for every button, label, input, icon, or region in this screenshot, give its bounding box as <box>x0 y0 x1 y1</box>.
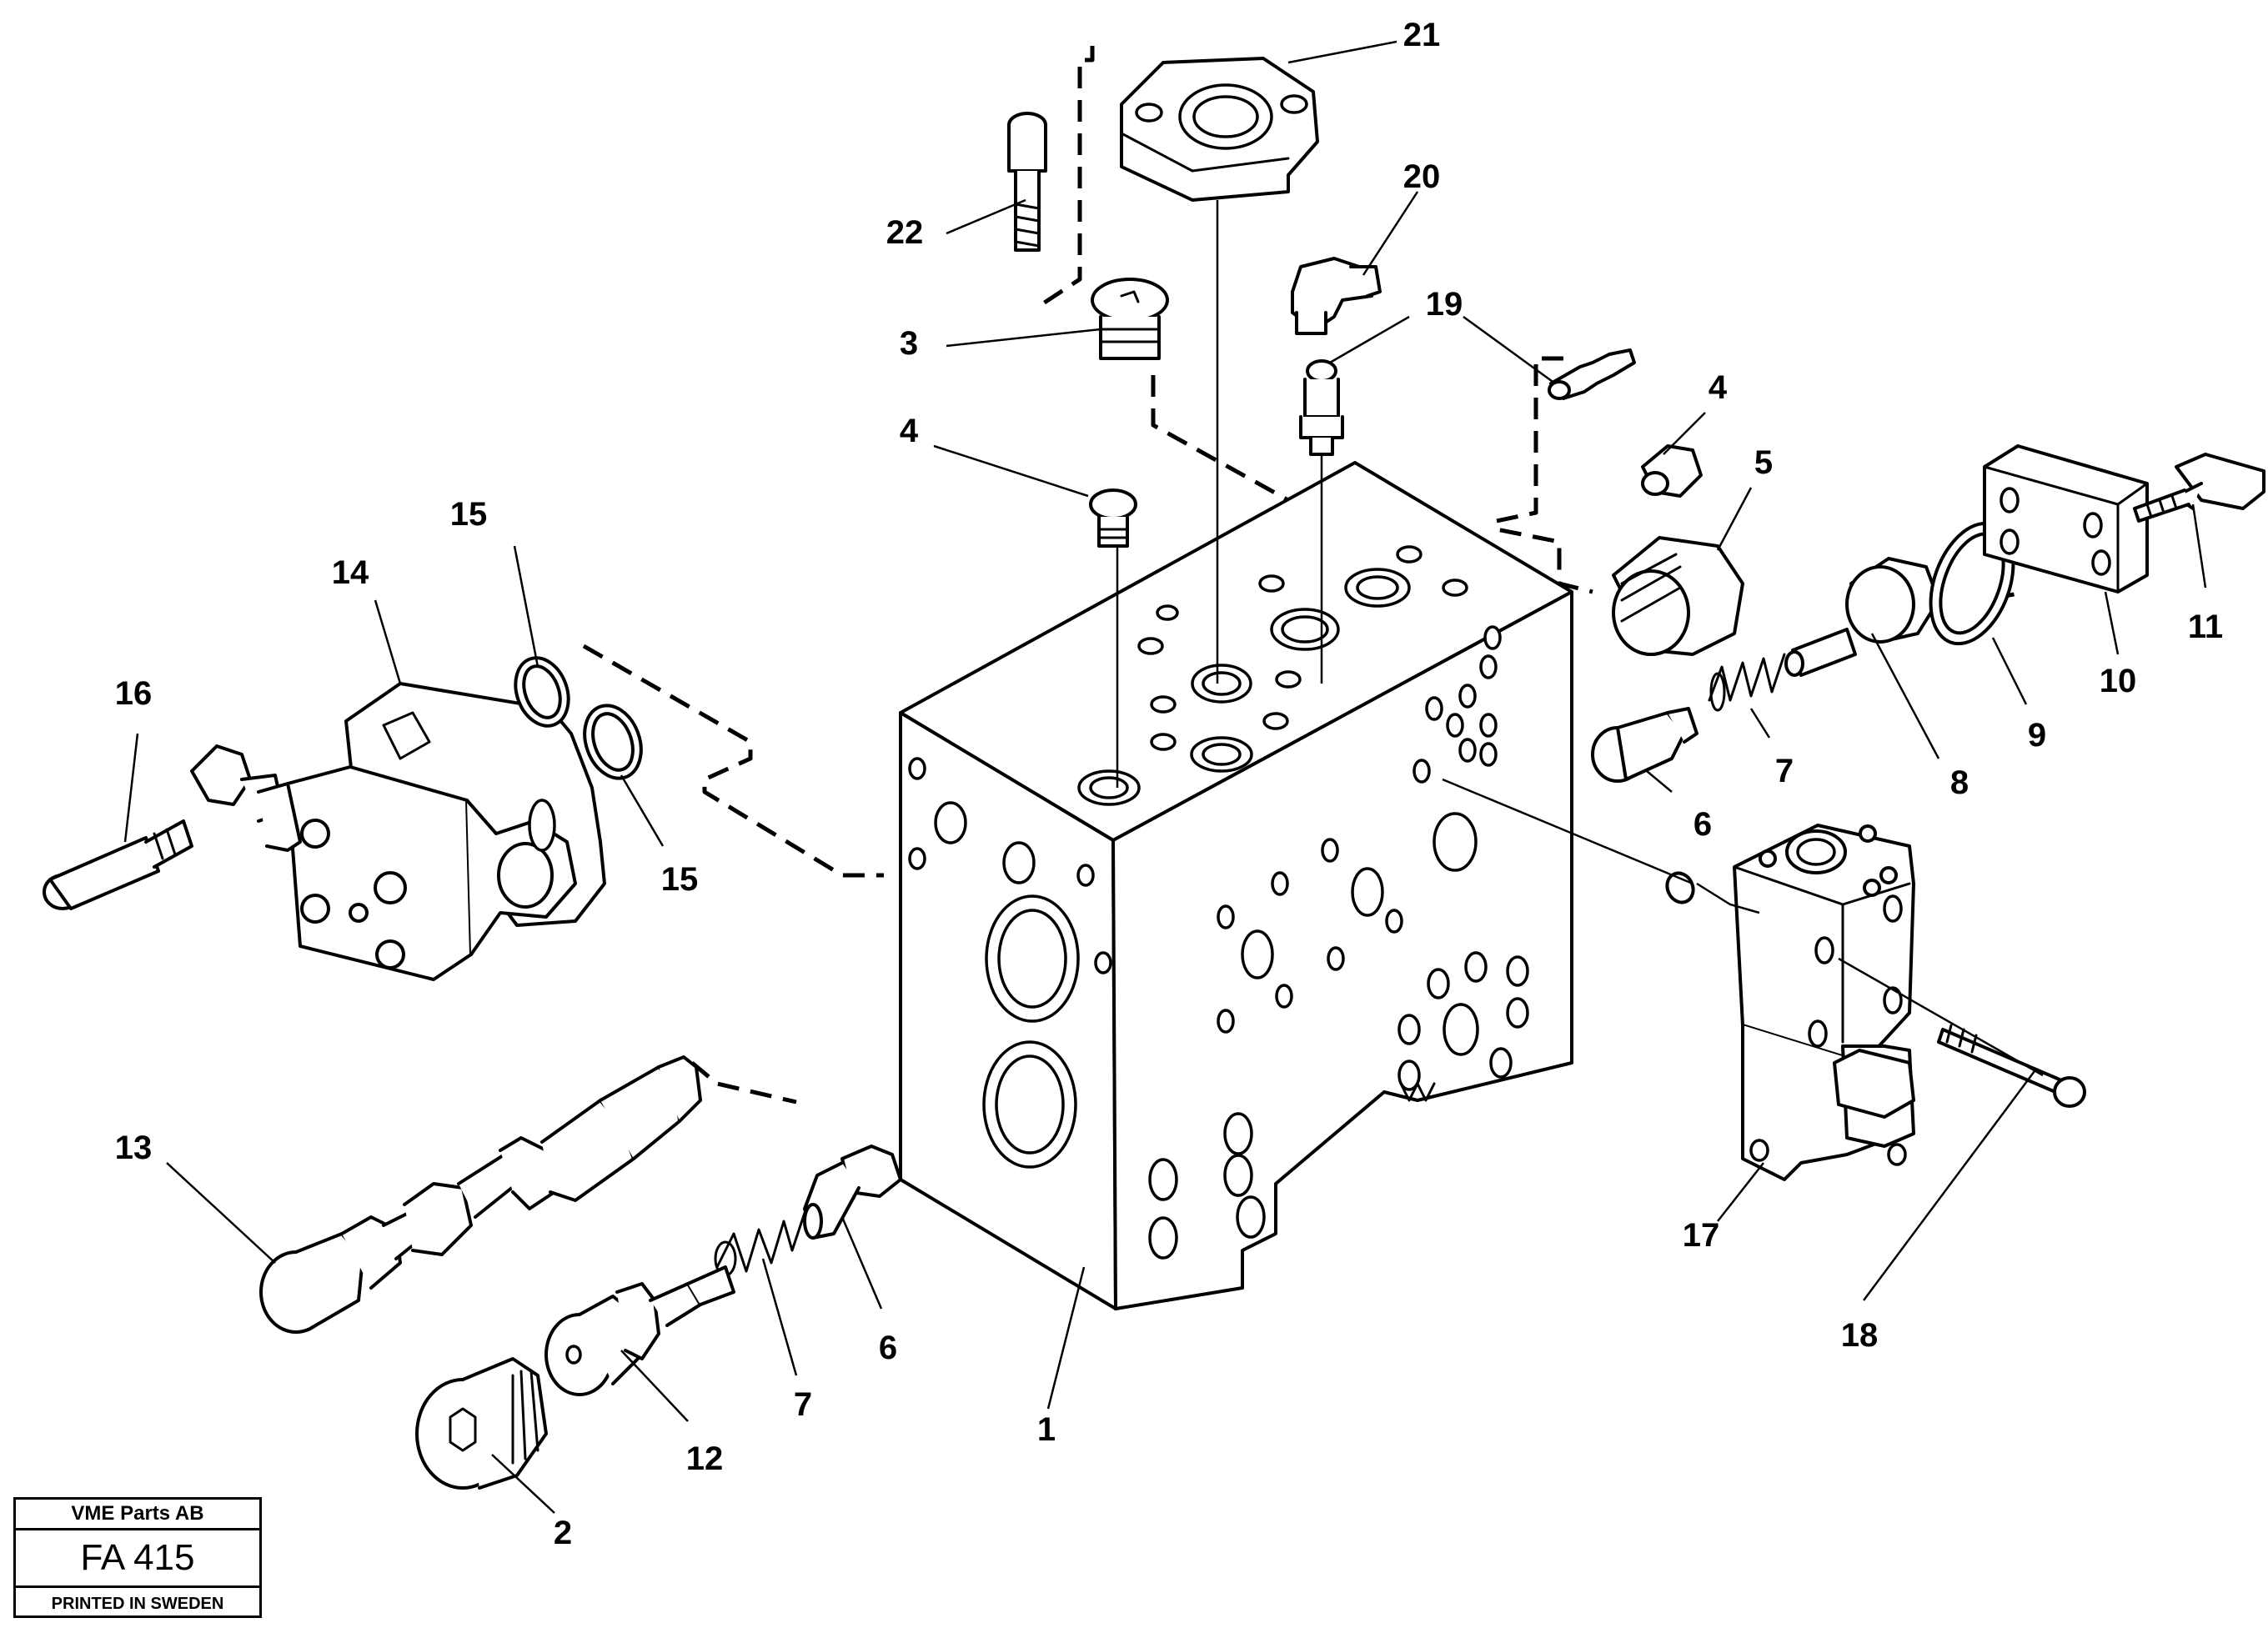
callout-7-right: 7 <box>1775 753 1794 789</box>
o-ring-15-lower <box>583 704 643 780</box>
screw-22 <box>1007 112 1047 252</box>
callout-4-top: 4 <box>900 413 919 449</box>
poppet-6-lower <box>803 1145 902 1240</box>
title-block: VME Parts AB FA 415 PRINTED IN SWEDEN <box>13 1497 262 1618</box>
callout-6-lower: 6 <box>879 1330 897 1366</box>
callout-18: 18 <box>1841 1317 1879 1354</box>
callout-15-upper: 15 <box>450 496 488 533</box>
callout-11: 11 <box>2188 609 2223 645</box>
spring-7-right <box>1708 653 1786 712</box>
company-name: VME Parts AB <box>16 1500 259 1530</box>
leader-lines <box>123 40 2207 1514</box>
flange-21 <box>1120 57 1319 684</box>
callout-19: 19 <box>1426 286 1463 323</box>
callout-labels: 21 22 20 3 19 4 4 5 15 14 16 11 7 9 10 8… <box>115 17 2223 1551</box>
o-ring-15-upper <box>514 656 570 728</box>
figure-id: FA 415 <box>16 1530 259 1588</box>
callout-12: 12 <box>686 1440 724 1477</box>
callout-14: 14 <box>332 554 369 591</box>
solenoid-valve-17 <box>1733 824 1915 1181</box>
plug-3 <box>1091 278 1169 360</box>
callout-21: 21 <box>1403 17 1441 53</box>
callout-3: 3 <box>900 325 918 362</box>
callout-10: 10 <box>2100 663 2137 699</box>
poppet-8 <box>1784 557 1940 677</box>
plug-2 <box>415 1357 548 1490</box>
nipple-19-center <box>1299 359 1344 684</box>
callout-20: 20 <box>1403 158 1441 195</box>
valve-12 <box>544 1265 735 1396</box>
cover-10 <box>1983 444 2149 594</box>
callout-13: 13 <box>115 1130 153 1166</box>
screw-18 <box>1937 1024 2086 1108</box>
plug-4-top <box>1089 488 1137 788</box>
poppet-6-right <box>1591 707 1698 783</box>
plug-5 <box>1612 536 1744 656</box>
callout-9: 9 <box>2028 717 2046 754</box>
callout-1: 1 <box>1037 1411 1056 1448</box>
callout-5: 5 <box>1754 444 1773 481</box>
elbow-fitting-20 <box>1291 257 1382 335</box>
valve-block-1 <box>899 461 1573 1310</box>
spool-13 <box>259 1055 702 1334</box>
printed-note: PRINTED IN SWEDEN <box>51 1595 224 1613</box>
nipple-19-right <box>1548 348 1636 400</box>
plug-4-right <box>1641 444 1703 498</box>
screw-11 <box>2133 453 2265 523</box>
callout-17: 17 <box>1683 1217 1720 1254</box>
pilot-valve-14 <box>190 682 606 981</box>
callout-22: 22 <box>886 214 924 251</box>
callout-15-lower: 15 <box>661 861 699 898</box>
screw-16 <box>43 819 193 910</box>
callout-4-right: 4 <box>1709 369 1728 406</box>
callout-2: 2 <box>554 1515 572 1551</box>
callout-7-lower: 7 <box>794 1386 812 1423</box>
callout-8: 8 <box>1950 764 1969 801</box>
o-ring-small <box>1665 871 1695 904</box>
callout-6-right: 6 <box>1693 806 1712 843</box>
callout-16: 16 <box>115 675 153 712</box>
spring-7-lower <box>714 1211 806 1277</box>
